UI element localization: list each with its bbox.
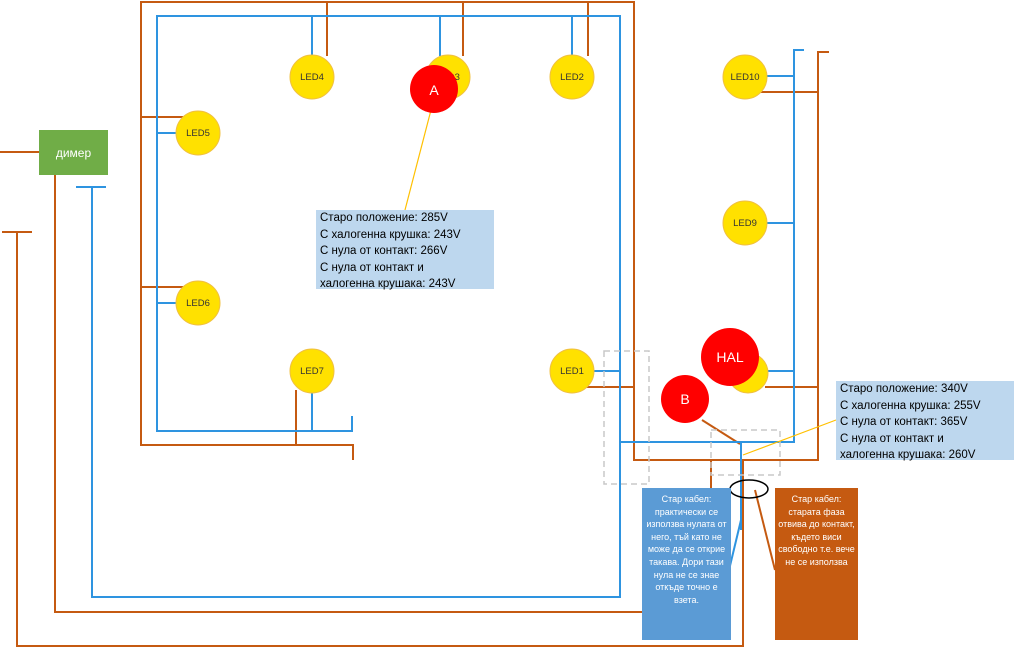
blue-room-inner [156,15,804,443]
led-led2: LED2 [549,54,595,100]
led-led4: LED4 [289,54,335,100]
orange-outer-loop [2,231,744,647]
info-b-line: халогенна крушака: 260V [840,449,976,461]
marker-hal: HAL [701,328,759,386]
dimmer-label: димер [55,145,92,160]
led-led10: LED10 [722,54,768,100]
note-blue-text: Стар кабел: практически се използва нула… [646,494,727,605]
blue-to-note [728,519,742,571]
led-label: LED9 [733,218,757,229]
marker-b-label: B [680,391,689,407]
junction-box-right [710,429,781,476]
info-a-line: С халогенна крушка: 243V [320,228,461,241]
led-led7: LED7 [289,348,335,394]
orange-to-note [754,489,776,571]
led-label: LED5 [186,128,210,139]
marker-b: B [661,375,709,423]
orange-wires [0,1,829,647]
led-label: LED10 [730,72,759,83]
led-label: LED1 [560,366,584,377]
info-box-b: Старо положение: 340V С халогенна крушка… [836,381,1014,461]
led-label: LED7 [300,366,324,377]
dimmer-box: димер [39,130,108,175]
note-orange-text: Стар кабел: старата фаза отвива до конта… [778,494,855,567]
callout-lines [404,109,837,456]
orange-b-lead [701,419,741,445]
marker-hal-label: HAL [716,349,743,365]
led-led9: LED9 [722,200,768,246]
led-label: LED2 [560,72,584,83]
info-b-line: С нула от контакт и [840,432,944,445]
info-b-line: С нула от контакт: 365V [840,416,968,428]
led-led1: LED1 [549,348,595,394]
led-led6: LED6 [175,280,221,326]
junction-box-left [603,350,650,485]
info-a-line: халогенна крушака: 243V [320,278,456,290]
led-led5: LED5 [175,110,221,156]
note-blue-cable: Стар кабел: практически се използва нула… [642,488,731,640]
info-box-a: Старо положение: 285V С халогенна крушка… [316,210,494,290]
led-label: LED4 [300,72,324,83]
blue-wires [76,15,804,598]
info-b-line: Старо положение: 340V [840,383,968,395]
callout-b-line [742,419,837,456]
info-a-line: Старо положение: 285V [320,212,448,224]
led-label: LED6 [186,298,210,309]
callout-a-line [404,109,432,211]
cable-ring [729,479,769,499]
note-orange-cable: Стар кабел: старата фаза отвива до конта… [775,488,858,640]
marker-a: A [410,65,458,113]
orange-room-outer [140,1,829,461]
info-b-line: С халогенна крушка: 255V [840,399,981,412]
junction-boxes [603,350,781,485]
info-a-line: С нула от контакт: 266V [320,245,448,257]
marker-a-label: A [429,82,439,98]
blue-dimmer-loop [76,186,621,598]
info-a-line: С нула от контакт и [320,261,424,274]
